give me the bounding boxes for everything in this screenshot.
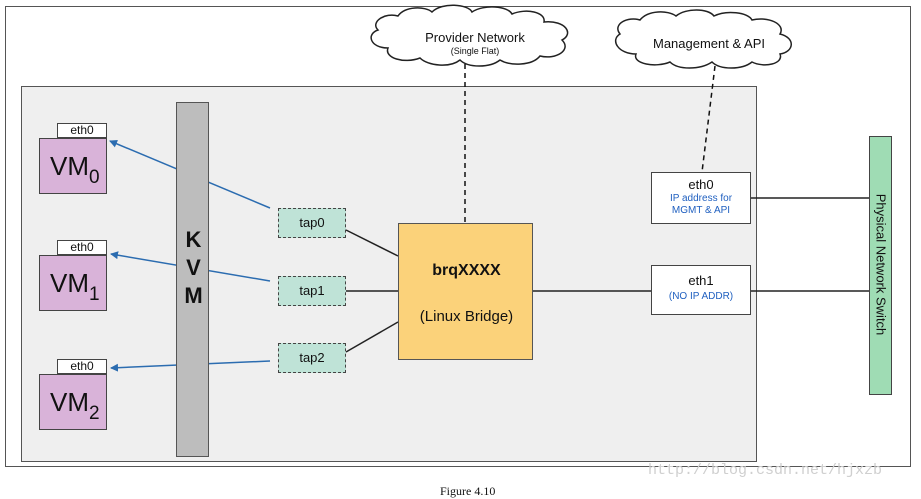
linux-bridge: brqXXXX (Linux Bridge) — [398, 223, 533, 360]
management-api-title: Management & API — [652, 36, 765, 51]
kvm-letter-v: V — [186, 255, 201, 280]
host-eth1-name: eth1 — [688, 273, 714, 288]
vm0-nic-tab: eth0 — [57, 123, 107, 138]
host-eth1: eth1 (NO IP ADDR) — [651, 265, 751, 315]
vm2-nic-tab: eth0 — [57, 359, 107, 374]
vm1-label: VM1 — [50, 268, 100, 305]
watermark-url: http://blog.csdn.net/hjxzb — [648, 462, 883, 479]
physical-network-switch — [869, 136, 892, 395]
vm1-nic-tab: eth0 — [57, 240, 107, 255]
figure-caption: Figure 4.10 — [440, 484, 496, 498]
provider-network-title: Provider Network — [425, 30, 525, 45]
tap1-interface: tap1 — [278, 276, 346, 306]
bridge-type: (Linux Bridge) — [419, 308, 514, 325]
tap0-interface: tap0 — [278, 208, 346, 238]
kvm-letter-m: M — [184, 283, 203, 308]
tap2-interface: tap2 — [278, 343, 346, 373]
management-api-cloud: Management & API — [634, 36, 784, 51]
host-eth0-note-line1: IP address for — [669, 193, 733, 204]
host-eth1-note: (NO IP ADDR) — [668, 291, 734, 302]
vm0-box: VM0 — [39, 138, 107, 194]
kvm-letter-k: K — [185, 227, 202, 252]
host-eth0: eth0 IP address for MGMT & API — [651, 172, 751, 224]
vm0-label: VM0 — [50, 151, 100, 188]
vm2-label: VM2 — [50, 387, 100, 424]
compute-host — [21, 86, 757, 462]
provider-network-subtitle: (Single Flat) — [450, 46, 500, 56]
vm1-box: VM1 — [39, 255, 107, 311]
host-eth0-note-line2: MGMT & API — [671, 205, 731, 216]
physical-network-switch-label: Physical Network Switch — [873, 193, 889, 336]
bridge-name: brqXXXX — [432, 262, 501, 279]
host-eth0-name: eth0 — [688, 177, 714, 192]
vm2-box: VM2 — [39, 374, 107, 430]
provider-network-cloud: Provider Network (Single Flat) — [405, 30, 545, 56]
kvm-hypervisor-bar: K V M — [176, 102, 209, 457]
